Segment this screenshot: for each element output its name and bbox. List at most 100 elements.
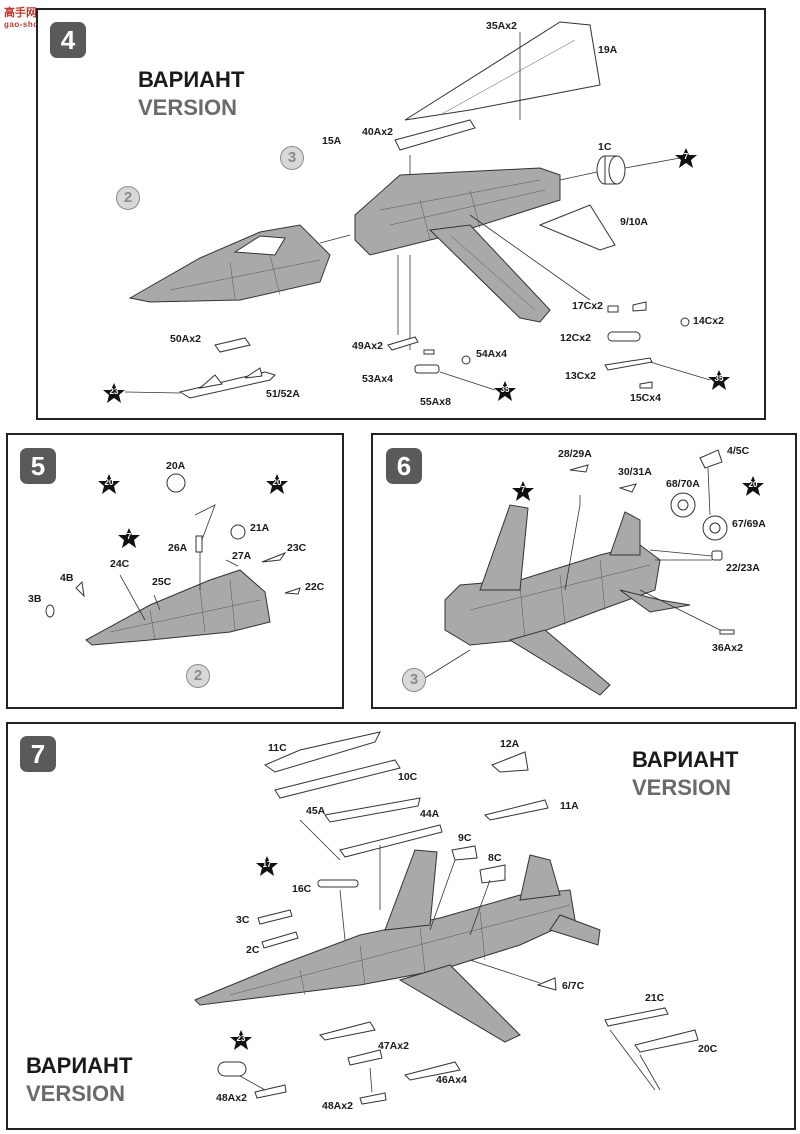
part-label: 12A <box>500 738 520 750</box>
part-11A <box>484 799 549 821</box>
part-label: 21C <box>645 992 665 1004</box>
part-53A <box>414 364 440 374</box>
callout-2: 2 <box>116 186 140 210</box>
star-badge <box>118 528 140 548</box>
step-6-number: 6 <box>386 448 422 484</box>
part-label: 50Ax2 <box>170 333 201 345</box>
star-badge <box>512 481 534 501</box>
part-label: 53Ax4 <box>362 373 393 385</box>
part-54A <box>461 355 471 365</box>
nose-section-5 <box>85 569 271 646</box>
part-label: 48Ax2 <box>216 1092 247 1104</box>
variant-ru: ВАРИАНТ <box>632 747 739 772</box>
part-11C <box>263 731 381 773</box>
step-5-number: 5 <box>20 448 56 484</box>
part-36A <box>719 629 735 635</box>
star-label: 35 <box>500 385 510 394</box>
part-label: 35Ax2 <box>486 20 517 32</box>
part-label: 47Ax2 <box>378 1040 409 1052</box>
part-label: 51/52A <box>266 388 300 400</box>
part-30-31A <box>618 483 637 493</box>
step-4-number: 4 <box>50 22 86 58</box>
star-label: 20 <box>104 478 114 487</box>
part-label: 48Ax2 <box>322 1100 353 1112</box>
part-49A <box>387 336 419 351</box>
callout-2: 2 <box>186 664 210 688</box>
part-26A <box>195 535 203 553</box>
variant-ru: ВАРИАНТ <box>138 67 245 92</box>
part-label: 28/29A <box>558 448 592 460</box>
step-7-number: 7 <box>20 736 56 772</box>
part-8C <box>479 864 506 884</box>
part-48A <box>254 1084 287 1099</box>
part-label: 45A <box>306 805 326 817</box>
watermark-logo: 高手网 gao-shou.com <box>4 4 65 29</box>
part-label: 19A <box>598 44 618 56</box>
part-label: 3C <box>236 914 250 926</box>
part-label: 44A <box>420 808 440 820</box>
part-label: 25C <box>152 576 172 588</box>
part-20A <box>166 473 186 493</box>
center-fuselage <box>354 167 561 256</box>
part-label: 8C <box>488 852 502 864</box>
part-label: 16C <box>292 883 312 895</box>
part-47A <box>347 1049 383 1066</box>
star-badge <box>230 1030 252 1050</box>
part-22C <box>284 587 301 595</box>
star-label: 23 <box>236 1034 246 1043</box>
part-label: 24C <box>110 558 130 570</box>
wing <box>428 224 551 323</box>
part-6-7C <box>536 977 557 991</box>
star-badge <box>675 148 697 168</box>
part-label: 9C <box>458 832 472 844</box>
step-7-variant-bottom: ВАРИАНТ VERSION <box>26 1052 132 1108</box>
rear-tail-7 <box>519 854 561 901</box>
star-badge <box>742 476 764 496</box>
part-label: 22/23A <box>726 562 760 574</box>
part-label: 22C <box>305 581 325 593</box>
part-55A <box>423 349 435 355</box>
vertical-tail-6 <box>479 504 529 591</box>
star-badge <box>708 370 730 390</box>
variant-en: VERSION <box>26 1081 126 1106</box>
part-21C <box>604 1007 669 1027</box>
star-label: 20 <box>272 478 282 487</box>
part-label: 67/69A <box>732 518 766 530</box>
star-label: 7 <box>520 485 526 494</box>
part-20C <box>634 1029 699 1053</box>
part-label: 4B <box>60 572 74 584</box>
part-23C <box>261 551 287 563</box>
callout-3: 3 <box>280 146 304 170</box>
rear-tail-6 <box>609 511 641 556</box>
part-12C <box>607 331 641 342</box>
part-3B <box>45 604 55 618</box>
part-label: 10C <box>398 771 418 783</box>
part-label: 17Cx2 <box>572 300 603 312</box>
step-7-variant-top: ВАРИАНТ VERSION <box>632 746 738 802</box>
part-label: 15Cx4 <box>630 392 661 404</box>
part-label: 6/7C <box>562 980 585 992</box>
aircraft-7 <box>194 889 576 1006</box>
part-label: 13Cx2 <box>565 370 596 382</box>
callout-3: 3 <box>402 668 426 692</box>
part-2C <box>261 931 299 949</box>
tail-fin-19A <box>404 21 601 121</box>
part-label: 3B <box>28 593 42 605</box>
part-label: 9/10A <box>620 216 649 228</box>
part-14C <box>680 317 690 327</box>
part-label: 23C <box>287 542 307 554</box>
star-label: 35 <box>714 374 724 383</box>
stabilizer-7 <box>549 914 601 946</box>
variant-en: VERSION <box>632 775 732 800</box>
part-label: 54Ax4 <box>476 348 507 360</box>
part-22-23A <box>711 550 723 561</box>
wing-7 <box>398 964 521 1043</box>
part-48A-tank <box>217 1061 247 1077</box>
watermark-subtitle: gao-shou.com <box>4 20 65 29</box>
part-28-29A <box>569 464 589 473</box>
star-badge <box>266 474 288 494</box>
star-badge <box>103 383 125 403</box>
part-9-10A <box>538 204 616 251</box>
